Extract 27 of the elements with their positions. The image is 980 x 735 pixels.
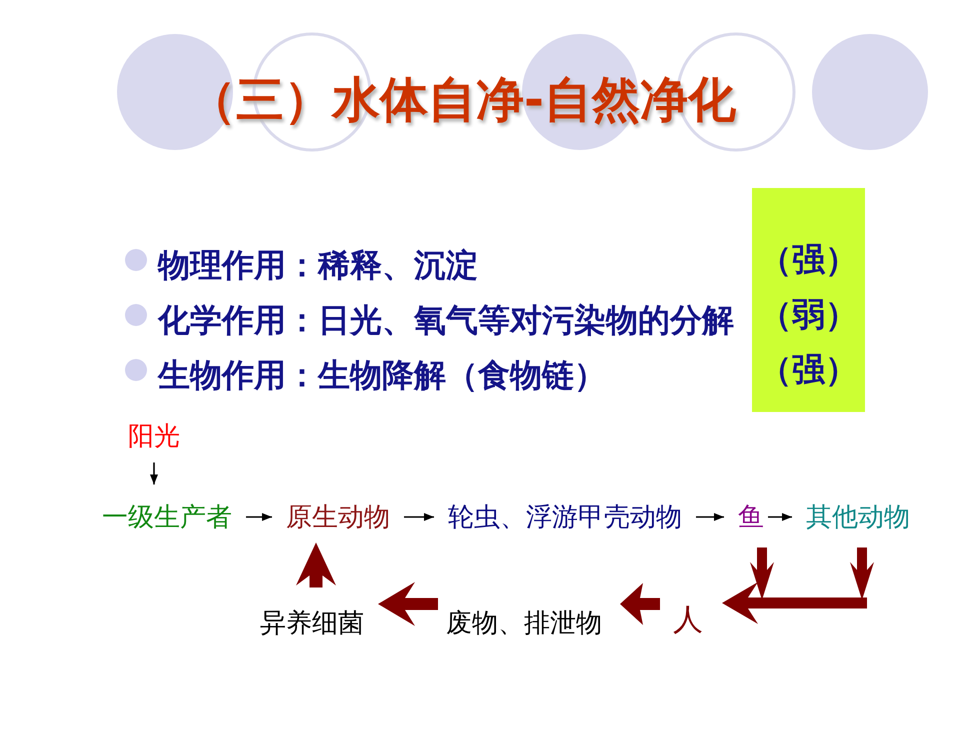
rating-text: （弱） [759,294,858,336]
arrow [696,513,724,521]
node-label: 原生动物 [286,500,390,534]
rating-text: （强） [759,348,858,390]
slide-title: （三）水体自净-自然净化 [188,71,736,130]
block-arrow [620,583,660,625]
arrow [246,513,272,521]
block-arrow [722,548,874,624]
arrow [768,513,792,521]
block-arrow [750,548,774,600]
node-label: 人 [673,600,703,640]
block-arrow [378,582,438,626]
node-label: 废物、排泄物 [446,606,602,640]
node-label: 异养细菌 [260,606,364,640]
rating-text: （强） [759,238,858,280]
bullet-text: 生物作用：生物降解（食物链） [158,355,606,396]
arrow [404,513,434,521]
highlight-box [752,188,865,412]
node-label: 其他动物 [806,500,910,534]
bullet-text: 物理作用：稀释、沉淀 [158,245,478,286]
block-arrow [296,542,336,588]
bullet-text: 化学作用：日光、氧气等对污染物的分解 [158,300,734,341]
arrow [150,462,158,484]
node-label: 阳光 [128,418,180,454]
node-label: 鱼 [738,500,764,534]
node-label: 一级生产者 [102,500,232,534]
node-label: 轮虫、浮游甲壳动物 [448,500,682,534]
